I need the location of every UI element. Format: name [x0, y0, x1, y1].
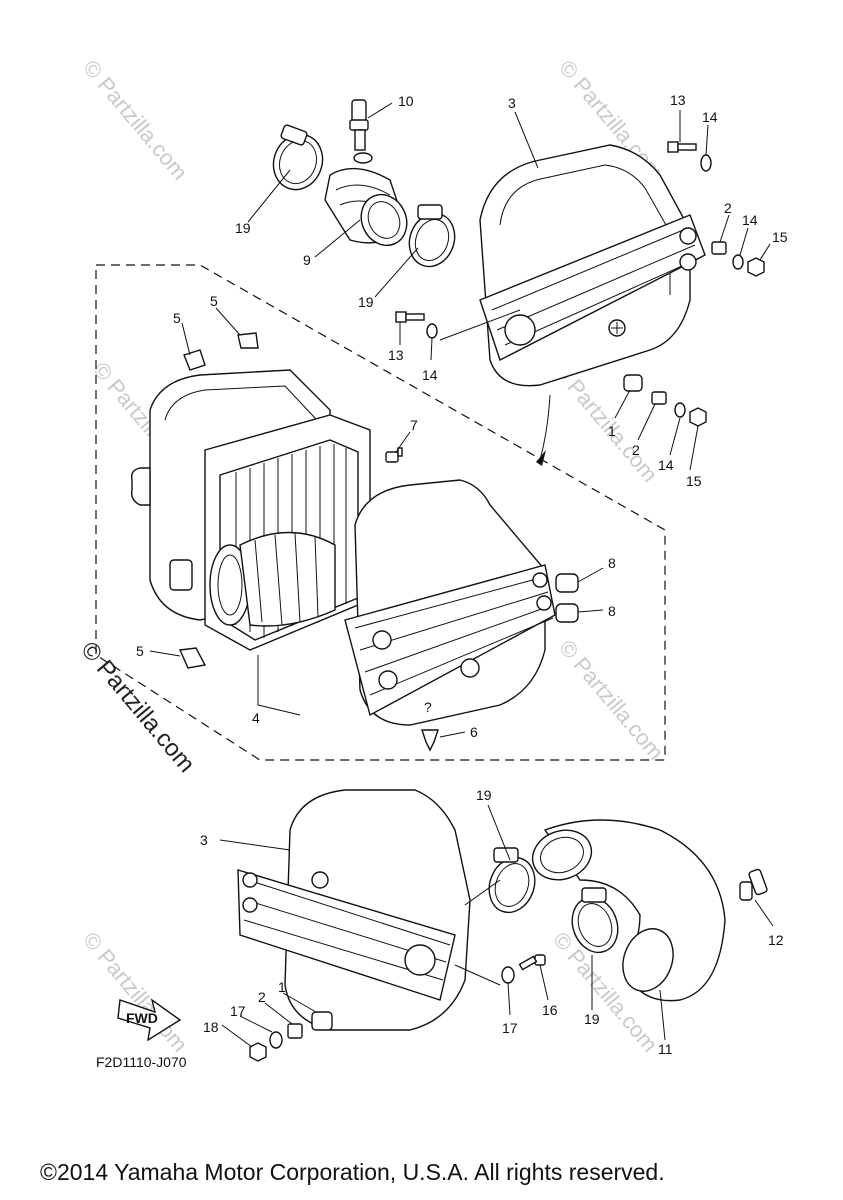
callout: 19 [476, 787, 492, 803]
part-14-washer [426, 323, 438, 339]
callout: 2 [258, 989, 266, 1005]
callout: 15 [772, 229, 788, 245]
part-8-grommet [555, 573, 579, 593]
callout: 19 [358, 294, 374, 310]
part-1-grommet [623, 374, 643, 392]
part-3-case [237, 789, 471, 1031]
part-18-nut [249, 1042, 267, 1062]
part-16-bolt [518, 954, 546, 971]
part-17-washer [269, 1031, 283, 1049]
callout: 8 [608, 603, 616, 619]
part-11-duct [531, 819, 726, 1002]
callout: 14 [658, 457, 674, 473]
callout: 2 [632, 442, 640, 458]
part-1-grommet [311, 1011, 333, 1031]
callout: 11 [658, 1041, 673, 1057]
part-5-clip [183, 349, 206, 371]
callout: 10 [398, 93, 414, 109]
callout: 14 [702, 109, 718, 125]
callout: 12 [768, 932, 784, 948]
callout: 2 [724, 200, 732, 216]
callout: 17 [230, 1003, 246, 1019]
part-19-hose-clamp [571, 887, 619, 954]
intake-duct [209, 531, 336, 627]
copyright-notice: ©2014 Yamaha Motor Corporation, U.S.A. A… [40, 1159, 665, 1185]
part-7-screw [385, 447, 403, 463]
part-15-nut [747, 257, 765, 277]
part-5-clip [178, 647, 207, 669]
assembly-arrow [539, 394, 551, 461]
part-2-collar [287, 1023, 303, 1039]
callout: 14 [422, 367, 438, 383]
callout: 6 [470, 724, 478, 740]
part-2-collar [711, 241, 727, 255]
callout: 3 [508, 95, 516, 111]
callout: 13 [388, 347, 404, 363]
part-2-collar [651, 391, 667, 405]
part-19-hose-clamp [408, 204, 456, 268]
part-12-fitting [739, 868, 768, 901]
callout: 19 [584, 1011, 600, 1027]
part-9-joint [324, 167, 408, 247]
callout: 1 [278, 979, 286, 995]
watermark: © Partzilla.com [78, 55, 192, 185]
callout: 3 [200, 832, 208, 848]
callout: 13 [670, 92, 686, 108]
part-13-bolt [667, 141, 697, 153]
part-19-hose-clamp [272, 124, 324, 191]
part-14-washer [732, 254, 744, 270]
callout: 1 [608, 423, 616, 439]
case-right-half [344, 479, 556, 726]
callouts: 10 3 13 14 19 9 19 2 14 15 13 14 5 5 7 1… [136, 92, 788, 1057]
part-3-case [479, 144, 706, 387]
callout: 14 [742, 212, 758, 228]
watermark: © Partzilla.com [78, 927, 192, 1057]
callout: 9 [303, 252, 311, 268]
callout: 17 [502, 1020, 518, 1036]
part-13-bolt [395, 311, 425, 323]
part-17-washer [501, 966, 515, 984]
fwd-arrow-icon: FWD [117, 998, 182, 1042]
part-5-clip [237, 332, 259, 349]
callout: 7 [410, 417, 418, 433]
part-14-washer [674, 402, 686, 418]
callout: 5 [210, 293, 218, 309]
part-19-hose-clamp [488, 847, 536, 914]
part-6-plug [421, 729, 439, 752]
question-mark: ? [424, 699, 432, 715]
callout: 19 [235, 220, 251, 236]
part-14-washer [700, 154, 712, 172]
callout: 4 [252, 710, 260, 726]
fwd-label: FWD [126, 1010, 158, 1026]
part-8-grommet [555, 603, 579, 623]
part-10-fitting [349, 99, 373, 164]
callout: 5 [136, 643, 144, 659]
watermark: © Partzilla.com [554, 635, 668, 765]
callout: 15 [686, 473, 702, 489]
callout: 18 [203, 1019, 219, 1035]
callout: 8 [608, 555, 616, 571]
diagram-code: F2D1110-J070 [96, 1054, 187, 1070]
leader-lines [149, 102, 774, 1048]
part-15-nut [689, 407, 707, 427]
callout: 16 [542, 1002, 558, 1018]
callout: 5 [173, 310, 181, 326]
